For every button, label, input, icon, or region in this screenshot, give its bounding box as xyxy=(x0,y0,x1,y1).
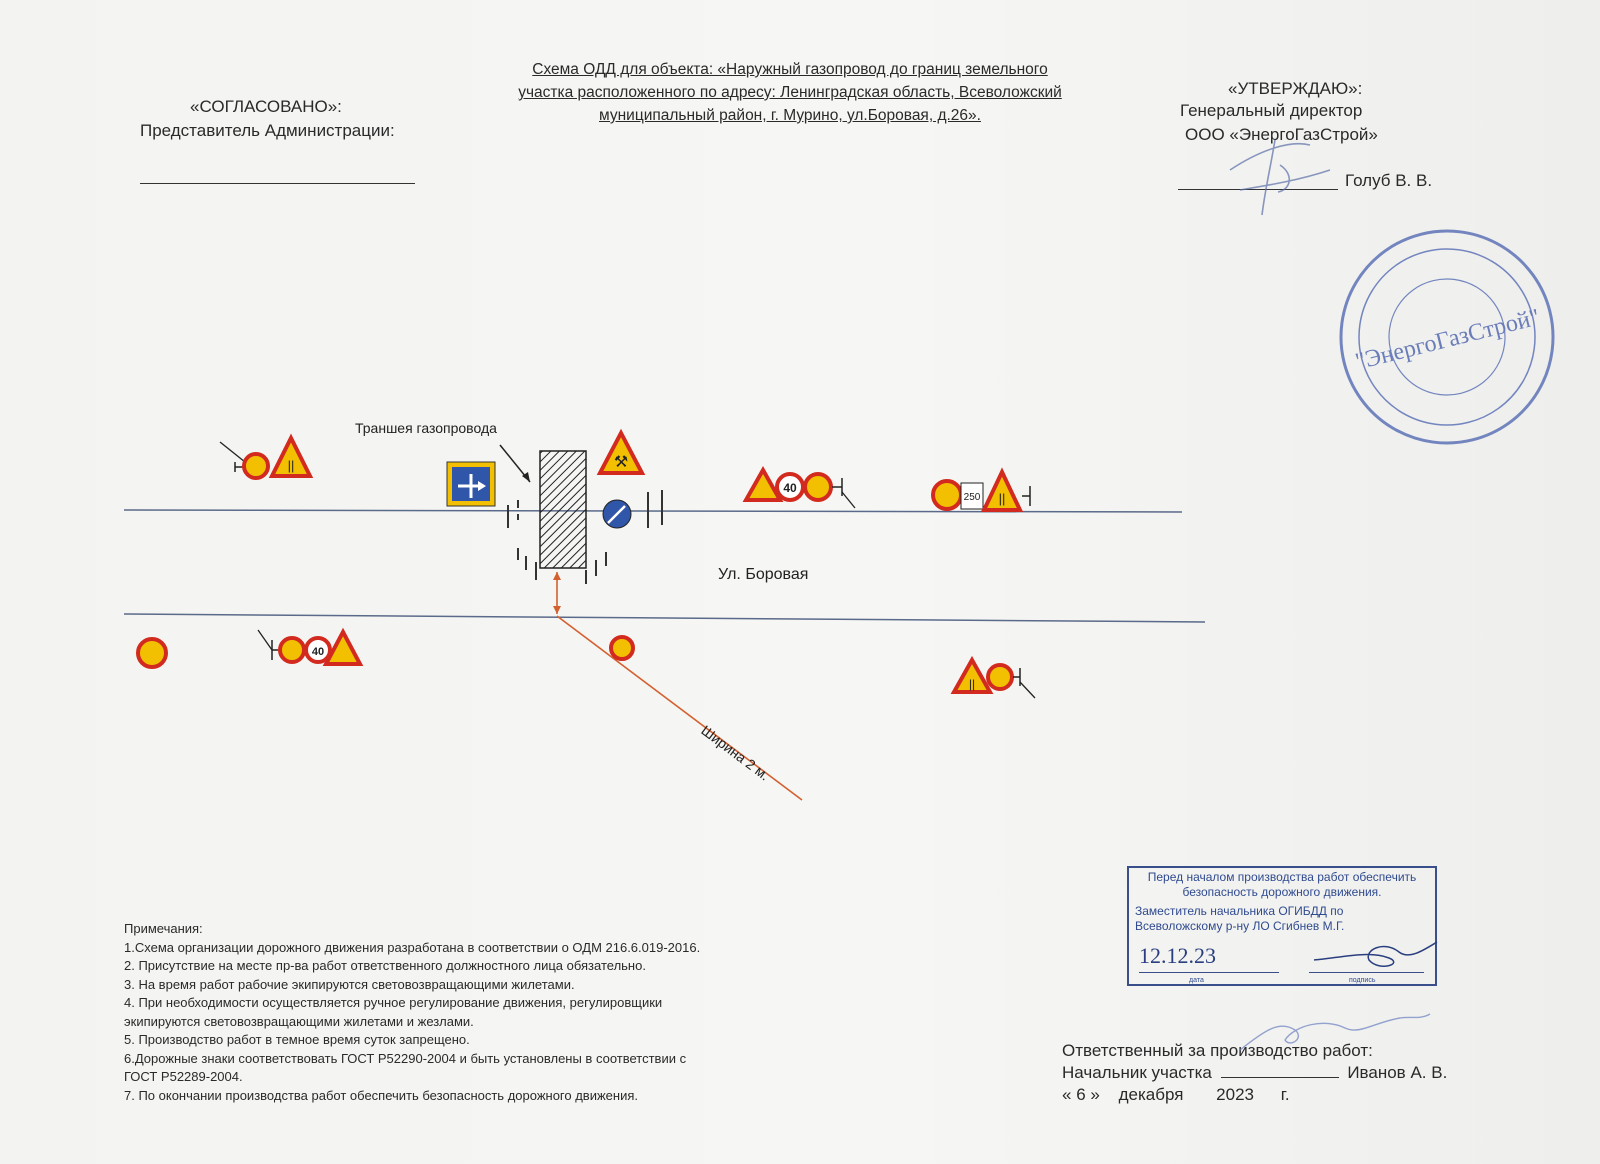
site-chief-name: Иванов А. В. xyxy=(1347,1063,1448,1082)
general-director-label: Генеральный директор xyxy=(1180,101,1363,120)
document-title: Схема ОДД для объекта: «Наружный газопро… xyxy=(470,58,1110,127)
note-item: 5. Производство работ в темное время сут… xyxy=(124,1032,470,1047)
note-item: экипируются световозвращающими жилетами … xyxy=(124,1013,474,1029)
note-item: 4. При необходимости осуществляется ручн… xyxy=(124,995,663,1010)
svg-text:||: || xyxy=(969,677,975,691)
title-line-2: участка расположенного по адресу: Ленинг… xyxy=(518,84,1062,101)
director-signature xyxy=(1229,139,1331,216)
speed-limit-value-bottom: 40 xyxy=(312,646,324,658)
date-month: декабря xyxy=(1118,1085,1184,1104)
street-name-label: Ул. Боровая xyxy=(718,566,809,583)
sign-group-bottom-left: 40 xyxy=(257,627,364,666)
sign-group-top-middle: 40 xyxy=(742,465,856,509)
trench-label: Траншея газопровода xyxy=(355,420,497,436)
title-line-1: Схема ОДД для объекта: «Наружный газопро… xyxy=(532,61,1048,78)
distance-plate-value: 250 xyxy=(964,492,981,503)
note-item: 1.Схема организации дорожного движения р… xyxy=(124,939,701,955)
director-name: Голуб В. В. xyxy=(1345,171,1433,190)
title-line-3: муниципальный район, г. Мурино, ул.Боров… xyxy=(599,107,981,124)
company-seal: "ЭнергоГазСтрой" xyxy=(1339,229,1555,445)
sign-group-bottom-right: || xyxy=(950,655,1036,699)
no-overtaking-end-sign-bottom-left xyxy=(136,637,168,669)
responsible-title: Ответственный за производство работ: xyxy=(1062,1041,1373,1060)
administration-representative-label: Представитель Администрации: xyxy=(140,121,395,140)
no-stopping-end-sign-bottom xyxy=(609,635,635,661)
responsible-signature xyxy=(1239,1013,1431,1051)
road-edge-bottom xyxy=(123,613,1206,623)
date-caption: дата xyxy=(1189,977,1204,984)
signature-caption: подпись xyxy=(1349,977,1376,984)
note-item: 2. Присутствие на месте пр-ва работ отве… xyxy=(124,958,646,973)
inspector-signature xyxy=(1313,941,1438,967)
note-item: 6.Дорожные знаки соответствовать ГОСТ Р5… xyxy=(124,1050,687,1066)
note-item: ГОСТ Р52289-2004. xyxy=(124,1069,243,1084)
note-item: 3. На время работ рабочие экипируются св… xyxy=(124,976,575,992)
traffic-scheme-diagram: ⚒ || 40 250 || xyxy=(123,428,1206,801)
notes-heading: Примечания: xyxy=(124,921,203,936)
notes-section: Примечания: 1.Схема организации дорожног… xyxy=(124,920,824,1105)
signature-line-right xyxy=(1178,189,1338,190)
traffic-police-stamp: Перед началом производства работ обеспеч… xyxy=(1127,866,1438,986)
agreed-label: «СОГЛАСОВАНО»: xyxy=(190,97,342,116)
road-edge-top xyxy=(123,509,1183,513)
width-leader-line xyxy=(556,615,803,801)
signature-line-left xyxy=(140,183,415,184)
svg-text:||: || xyxy=(288,458,295,473)
stamp-line-3: Заместитель начальника ОГИБДД по xyxy=(1135,904,1344,918)
gas-trench xyxy=(539,450,587,569)
date-day: 6 xyxy=(1076,1085,1086,1104)
stamp-date: 12.12.23 xyxy=(1139,943,1216,968)
detour-sign xyxy=(446,461,496,507)
year-suffix: г. xyxy=(1280,1085,1290,1104)
stamp-line-2: безопасность дорожного движения. xyxy=(1182,885,1382,899)
stamp-line-4: Всеволожскому р-ну ЛО Сгибнев М.Г. xyxy=(1135,919,1345,933)
svg-text:⚒: ⚒ xyxy=(614,454,628,471)
stamp-line-1: Перед началом производства работ обеспеч… xyxy=(1147,870,1417,884)
fence-markers xyxy=(507,490,663,584)
road-works-sign-top: ⚒ xyxy=(596,428,646,475)
company-name: ООО «ЭнергоГазСтрой» xyxy=(1185,125,1378,144)
date-year: 2023 xyxy=(1216,1085,1254,1104)
sign-group-top-right: 250 || xyxy=(931,467,1031,512)
site-chief-label: Начальник участка xyxy=(1062,1063,1212,1082)
speed-limit-value-top: 40 xyxy=(783,481,797,495)
approve-label: «УТВЕРЖДАЮ»: xyxy=(1228,79,1363,98)
note-item: 7. По окончании производства работ обесп… xyxy=(124,1087,638,1103)
svg-text:||: || xyxy=(999,491,1006,506)
responsible-section: Ответственный за производство работ: Нач… xyxy=(1062,1041,1448,1104)
sign-group-top-left: || xyxy=(219,433,314,480)
